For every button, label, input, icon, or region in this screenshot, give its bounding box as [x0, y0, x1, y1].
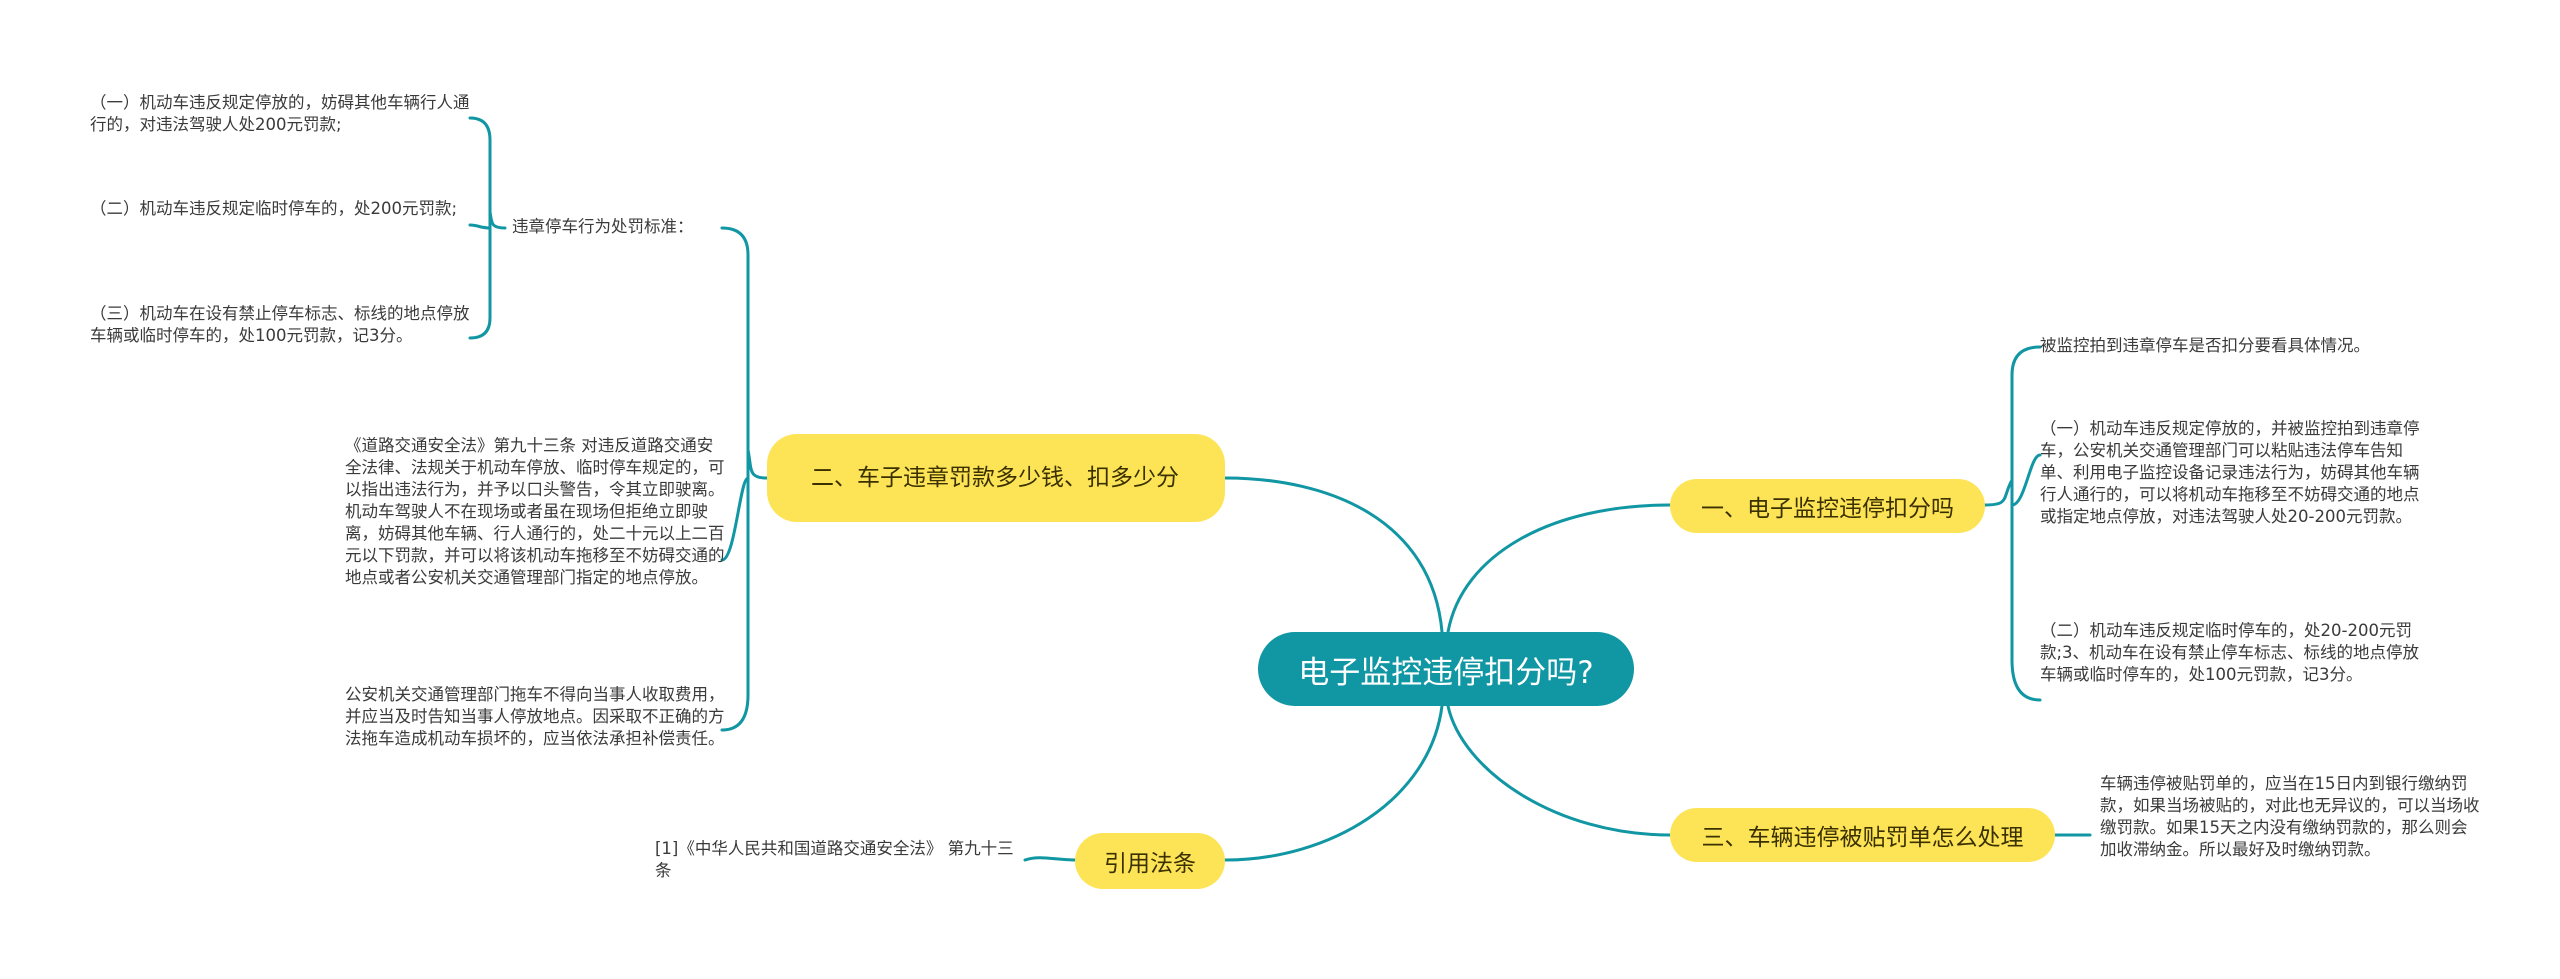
branch-node-b3[interactable]: 三、车辆违停被贴罚单怎么处理 [1670, 808, 2055, 862]
branch-node-b1[interactable]: 一、电子监控违停扣分吗 [1670, 479, 1985, 533]
link-root-b4 [1223, 704, 1444, 862]
link-b4-leaf [1023, 856, 1077, 862]
link-b1-bracket [1983, 345, 2042, 702]
root-node[interactable]: 电子监控违停扣分吗? [1258, 632, 1634, 706]
leaf-sub-3: （三）机动车在设有禁止停车标志、标线的地点停放车辆或临时停车的，处100元罚款，… [90, 304, 470, 345]
link-b2-bracket [720, 226, 769, 732]
leaf-b4-1: [1]《中华人民共和国道路交通安全法》 第九十三条 [655, 839, 1014, 880]
leaf-b1-1: 被监控拍到违章停车是否扣分要看具体情况。 [2040, 336, 2370, 355]
branch-node-b4[interactable]: 引用法条 [1075, 833, 1225, 889]
leaf-b3-1: 车辆违停被贴罚单的，应当在15日内到银行缴纳罚款，如果当场被贴的，对此也无异议的… [2100, 774, 2480, 859]
leaf-sub-1: （一）机动车违反规定停放的，妨碍其他车辆行人通行的，对违法驾驶人处200元罚款; [90, 93, 470, 134]
link-sub-bracket [468, 116, 507, 340]
leaf-b2-1: 《道路交通安全法》第九十三条 对违反道路交通安全法律、法规关于机动车停放、临时停… [345, 436, 725, 587]
link-root-b1 [1446, 503, 1672, 634]
link-root-b2 [1223, 476, 1444, 634]
leaf-b1-3: （二）机动车违反规定临时停车的，处20-200元罚款;3、机动车在设有禁止停车标… [2040, 621, 2420, 684]
sub-node-b2: 违章停车行为处罚标准： [512, 217, 694, 236]
leaf-sub-2: （二）机动车违反规定临时停车的，处200元罚款; [90, 199, 458, 218]
branch-node-b2[interactable]: 二、车子违章罚款多少钱、扣多少分 [767, 434, 1225, 522]
leaf-b2-2: 公安机关交通管理部门拖车不得向当事人收取费用，并应当及时告知当事人停放地点。因采… [345, 685, 725, 748]
link-root-b3 [1446, 704, 1672, 837]
leaf-b1-2: （一）机动车违反规定停放的，并被监控拍到违章停车，公安机关交通管理部门可以粘贴违… [2040, 419, 2420, 526]
